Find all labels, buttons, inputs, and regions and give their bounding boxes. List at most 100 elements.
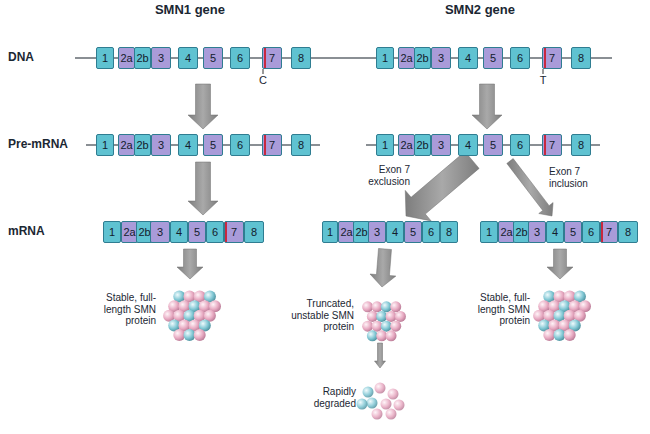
exon-number: 4 <box>185 53 191 64</box>
block-arrows <box>177 84 573 368</box>
exon-number: 4 <box>465 140 471 151</box>
exon-box: 8 <box>291 134 311 156</box>
protein-caption: Rapidly degraded <box>300 386 356 409</box>
exon-number: 2a <box>340 227 352 238</box>
exon-number: 1 <box>102 53 108 64</box>
exon-number: 1 <box>109 227 115 238</box>
exon-box: 6 <box>230 47 250 69</box>
exon-number: 3 <box>158 140 164 151</box>
exon-number: 7 <box>269 140 275 151</box>
exon-box: 3 <box>368 221 386 243</box>
protein-fragment <box>363 387 374 398</box>
exon-number: 3 <box>157 227 163 238</box>
exon-number: 4 <box>176 227 182 238</box>
exon-number: 6 <box>588 227 594 238</box>
exon-number: 2b <box>355 227 367 238</box>
exon-number: 6 <box>212 227 218 238</box>
protein-subunit <box>390 301 401 312</box>
block-arrow <box>188 162 218 215</box>
exon-box: 5 <box>483 47 503 69</box>
exon-number: 1 <box>382 140 388 151</box>
block-arrow <box>547 249 573 279</box>
exon-box: 2a <box>118 134 135 156</box>
exon-box: 2a <box>398 47 415 69</box>
exon-box: 2b <box>414 47 431 69</box>
exon-number: 5 <box>194 227 200 238</box>
exon-number: 5 <box>570 227 576 238</box>
protein-fragment <box>367 398 378 409</box>
exon-number: 1 <box>102 140 108 151</box>
exon-box: 2a <box>118 47 135 69</box>
mutation-marker <box>225 222 227 242</box>
protein-fragment <box>394 400 405 411</box>
protein-caption: Stable, full-length SMN protein <box>464 292 530 327</box>
block-arrow <box>370 248 396 287</box>
mutation-marker <box>264 135 266 155</box>
exon-box: 1 <box>322 221 338 243</box>
exon-number: 5 <box>210 140 216 151</box>
exon-box: 3 <box>150 221 170 243</box>
exon-number: 4 <box>552 227 558 238</box>
exon-box: 7 <box>542 134 562 156</box>
exon-box: 3 <box>431 134 451 156</box>
exon-number: 3 <box>158 53 164 64</box>
exon-number: 8 <box>446 227 452 238</box>
exon-box: 1 <box>103 221 121 243</box>
mutation-marker <box>601 222 603 242</box>
exon-number: 2b <box>136 53 148 64</box>
exon-box: 1 <box>96 47 114 69</box>
block-arrow <box>188 84 218 129</box>
snp-ticks <box>263 69 543 74</box>
exon-box: 8 <box>618 221 638 243</box>
row-label: DNA <box>8 51 68 65</box>
exon-number: 4 <box>185 140 191 151</box>
exon-box: 1 <box>96 134 114 156</box>
exon-box: 7 <box>224 221 244 243</box>
exon-number: 7 <box>231 227 237 238</box>
protein-fragment <box>381 399 392 410</box>
mutation-marker <box>544 48 546 68</box>
protein-fragment <box>375 383 386 394</box>
exon-number: 7 <box>269 53 275 64</box>
exon-box: 8 <box>440 221 458 243</box>
gene-heading: SMN2 gene <box>420 3 540 18</box>
exon-number: 2b <box>416 53 428 64</box>
protein-illustrations <box>163 291 591 420</box>
exon-number: 2a <box>500 227 512 238</box>
exon-box: 6 <box>422 221 440 243</box>
protein-caption: Stable, full-length SMN protein <box>90 292 156 327</box>
protein-fragment <box>357 399 368 410</box>
exon-box: 3 <box>431 47 451 69</box>
exon-number: 2b <box>138 227 150 238</box>
exon-box: 8 <box>571 47 591 69</box>
protein-fragment <box>372 409 383 420</box>
exon-number: 2b <box>515 227 527 238</box>
exon-box: 8 <box>244 221 264 243</box>
protein-subunit <box>386 330 397 341</box>
exon-number: 8 <box>298 53 304 64</box>
exon-number: 3 <box>438 140 444 151</box>
nucleotide-label: T <box>537 74 549 87</box>
exon-box: 4 <box>178 134 198 156</box>
exon-number: 1 <box>486 227 492 238</box>
degraded-protein <box>357 383 405 420</box>
exon-number: 2b <box>416 140 428 151</box>
gene-lines <box>75 58 612 145</box>
exon-number: 6 <box>517 140 523 151</box>
exon-number: 4 <box>465 53 471 64</box>
block-arrow <box>507 159 553 216</box>
exon-box: 4 <box>178 47 198 69</box>
exon-number: 2a <box>123 227 135 238</box>
exon-box: 7 <box>542 47 562 69</box>
exon-box: 5 <box>564 221 582 243</box>
protein-cluster <box>163 291 221 341</box>
block-arrow <box>405 152 479 221</box>
nucleotide-label: C <box>257 74 269 87</box>
protein-cluster <box>362 301 406 341</box>
exon-number: 4 <box>392 227 398 238</box>
exon-number: 5 <box>490 53 496 64</box>
exon-box: 7 <box>262 47 282 69</box>
exon-box: 4 <box>458 47 478 69</box>
protein-subunit <box>194 329 206 341</box>
exon-number: 8 <box>625 227 631 238</box>
